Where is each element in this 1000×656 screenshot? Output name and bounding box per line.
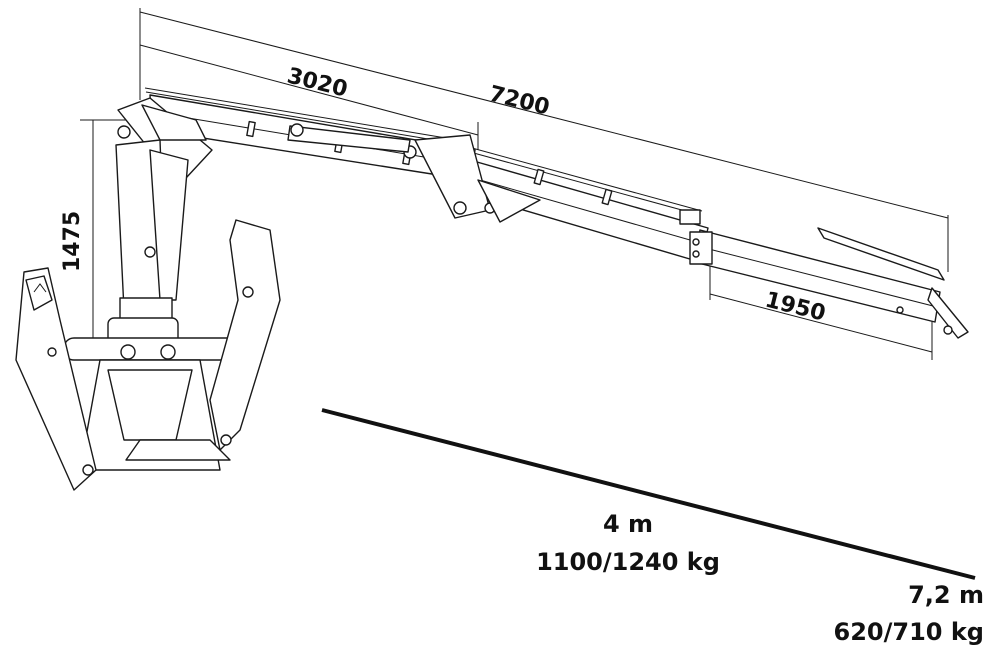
crane-column [115,97,213,321]
capacity-near-load: 1100/1240 kg [536,548,720,576]
boom-inner [144,87,541,223]
capacity-far-distance: 7,2 m [908,581,984,609]
dimension-height: 1475 [60,211,85,272]
boom-telescope [461,147,969,339]
crane-base [15,219,281,491]
capacity-far-load: 620/710 kg [834,618,984,646]
capacity-near-distance: 4 m [603,510,653,538]
dimension-total-reach: 7200 [487,82,552,121]
dimension-lines [80,8,976,580]
dimension-inner-boom: 3020 [285,64,350,103]
